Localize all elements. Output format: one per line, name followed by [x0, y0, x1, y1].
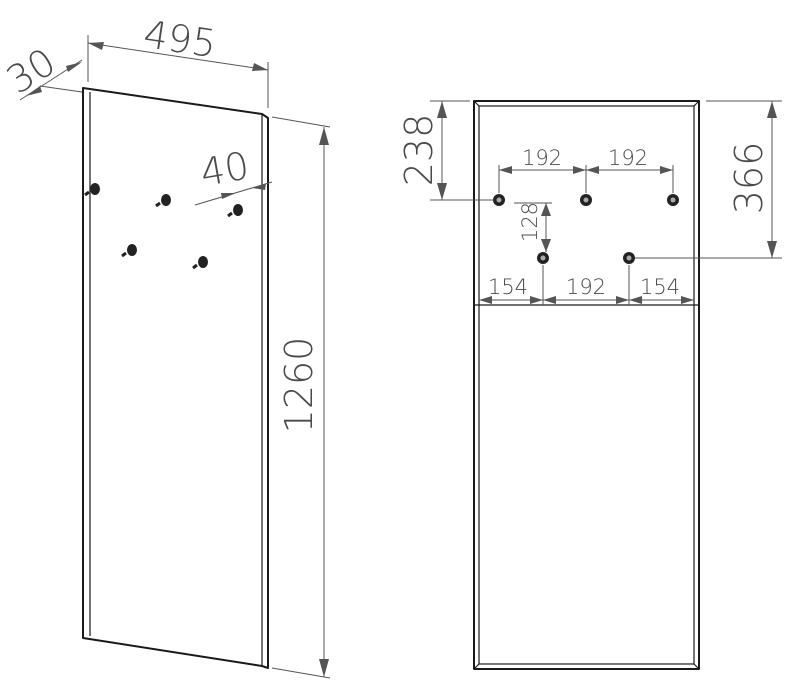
dim-top-upper-row: 238	[397, 114, 441, 187]
dim-hook-offset: 40	[197, 143, 252, 195]
dim-width: 495	[141, 12, 219, 66]
dim-depth: 30	[0, 40, 63, 103]
panel-perspective-bevel	[82, 87, 269, 667]
panel-front-outline	[473, 100, 700, 670]
dim-top-lower-row: 366	[727, 142, 771, 215]
hook-5	[192, 256, 208, 270]
hook-2	[155, 194, 171, 208]
dim-upper-spacing-right: 192	[608, 146, 648, 170]
perspective-view: 495 30 40 1260	[0, 12, 331, 679]
dim-row-gap: 128	[518, 202, 542, 242]
panel-front-bevel	[478, 105, 695, 665]
front-hook-4	[537, 252, 549, 264]
front-hook-2	[580, 194, 592, 206]
dim-upper-spacing-left: 192	[522, 146, 562, 170]
front-hook-3	[667, 194, 679, 206]
dim-lower-middle: 192	[566, 275, 606, 299]
dim-height: 1260	[277, 337, 321, 434]
hook-3	[227, 204, 243, 218]
dim-lower-side-left: 154	[488, 275, 528, 299]
dim-lower-side-right: 154	[640, 275, 680, 299]
hook-1	[84, 183, 100, 197]
front-view: 238 366 192 192 128 154	[397, 100, 782, 670]
front-hook-1	[493, 194, 505, 206]
hook-4	[121, 244, 137, 258]
front-hook-5	[623, 252, 635, 264]
